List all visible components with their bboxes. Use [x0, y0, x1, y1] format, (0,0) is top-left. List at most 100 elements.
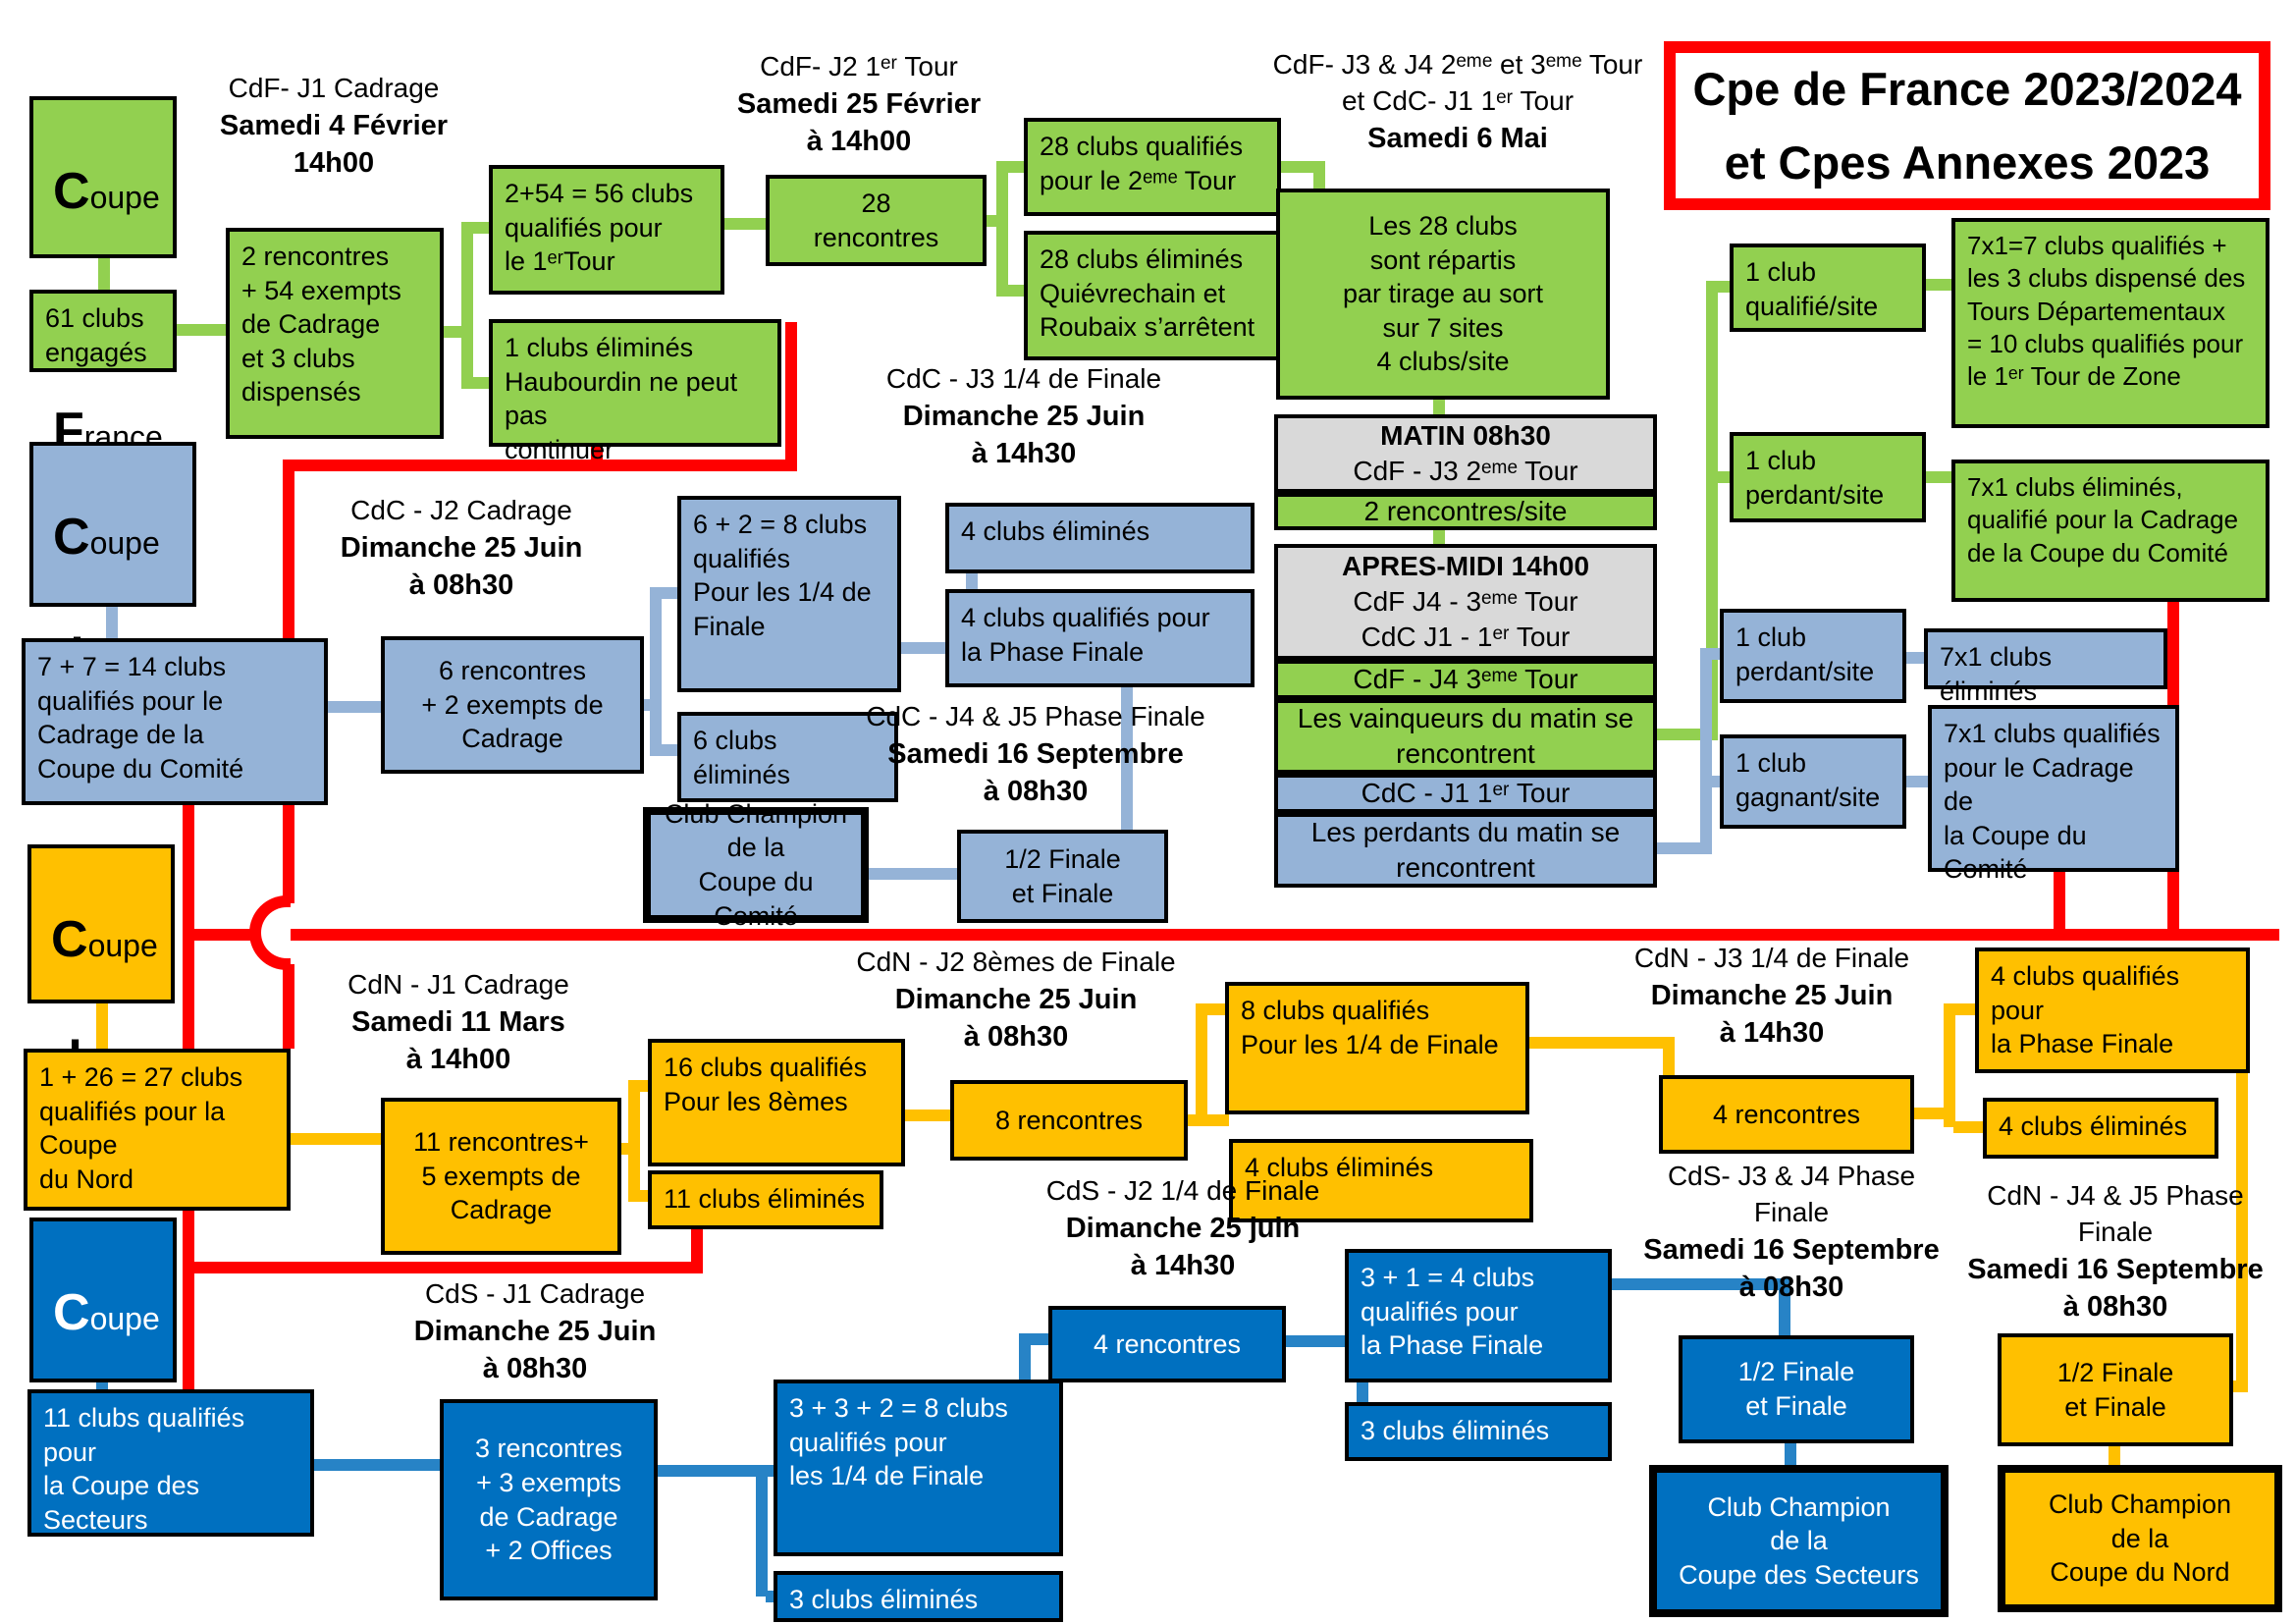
connector-cdf-perdsite-7x1e — [1924, 471, 1953, 483]
connector-cds-4renc-4q — [1284, 1335, 1347, 1347]
connector-cdn-stub-11e — [638, 1190, 650, 1202]
red-bracket-vertical-lower — [283, 964, 294, 1049]
connector-cdf-qualsite-7x1 — [1924, 279, 1953, 291]
cdc-demi-finale-box: 1/2 Finale et Finale — [957, 830, 1168, 923]
cdc-cup-line: Coupe — [53, 509, 160, 567]
cdn-demi-finale-box: 1/2 Finale et Finale — [1998, 1333, 2233, 1446]
connector-cdn-4renc-h — [1912, 1108, 1946, 1119]
page-title: Cpe de France 2023/2024 et Cpes Annexes … — [1664, 41, 2270, 210]
cds-champion-box: Club Champion de la Coupe des Secteurs — [1649, 1465, 1949, 1617]
cds-demi-finale-box: 1/2 Finale et Finale — [1679, 1335, 1914, 1443]
connector-cdf-2renc-v — [461, 222, 473, 389]
connector-cdf-stub-perdsite — [1716, 471, 1732, 483]
sched-apm-box: APRES-MIDI 14h00 CdF J4 - 3ᵉᵐᵉ Tour CdC … — [1274, 544, 1657, 660]
connector-cdc-14-6renc — [326, 701, 383, 713]
cdf-2rencontres-box: 2 rencontres + 54 exempts de Cadrage et … — [226, 228, 444, 439]
cdn-4elimines-mid-box: 4 clubs éliminés — [1229, 1139, 1533, 1222]
cdf-1club-perdant-site-box: 1 club perdant/site — [1730, 432, 1926, 522]
connector-cdc-stub-6elim — [660, 744, 679, 756]
connector-cdc-4q-demi — [1121, 685, 1133, 833]
cdn-8qualifies-box: 8 clubs qualifiés Pour les 1/4 de Finale — [1225, 982, 1529, 1114]
cdf-cup-line: Coupe — [53, 163, 160, 221]
connector-cds-3renc-8q — [656, 1465, 775, 1477]
title-line-2: et Cpes Annexes 2023 — [1724, 136, 2211, 189]
connector-cdn-stub-4q — [1953, 1003, 1975, 1015]
cdc-4qualifies-box: 4 clubs qualifiés pour la Phase Finale — [945, 589, 1255, 687]
connector-cdc-stub-perdsite — [1710, 648, 1722, 660]
red-v3-cdc-qual — [2054, 869, 2065, 933]
connector-cdf-stub-56 — [471, 222, 491, 234]
cds-cup-line: Coupe — [53, 1284, 160, 1342]
cds-cup-line: Secteurs — [53, 1523, 190, 1581]
connector-cdn-27-11renc — [289, 1133, 381, 1145]
cdc-8clubs-box: 6 + 2 = 8 clubs qualifiés Pour les 1/4 d… — [677, 496, 901, 692]
connector-cdn-stub-8q — [1205, 1003, 1225, 1015]
connector-cdf-28renc-v — [996, 161, 1008, 297]
cdn-4qualifies-box: 4 clubs qualifiés pour la Phase Finale — [1975, 947, 2250, 1073]
sched-matin-green-box: 2 rencontres/site — [1274, 493, 1657, 530]
connector-cdf-right-v — [1706, 281, 1718, 740]
sched-matin-box: MATIN 08h30 CdF - J3 2ᵉᵐᵉ Tour — [1274, 414, 1657, 493]
cdf-engaged-box: 61 clubs engagés — [29, 290, 177, 372]
connector-cdn-stub-16 — [638, 1080, 650, 1092]
cdc-6rencontres-box: 6 rencontres + 2 exempts de Cadrage — [381, 636, 644, 774]
red-main-horizontal — [183, 929, 2279, 941]
cdn-27clubs-box: 1 + 26 = 27 clubs qualifiés pour la Coup… — [24, 1049, 291, 1211]
cds-3rencontres-box: 3 rencontres + 3 exempts de Cadrage + 2 … — [440, 1399, 658, 1600]
connector-cdc-stub-gagnsite — [1710, 776, 1722, 787]
cdn-16clubs-box: 16 clubs qualifiés Pour les 8èmes — [648, 1039, 905, 1166]
connector-cdf-matin-apm — [1433, 528, 1445, 544]
connector-cdf-56-28renc — [722, 218, 768, 230]
cds-4rencontres-box: 4 rencontres — [1048, 1306, 1286, 1382]
sched-perdants-box: Les perdants du matin se rencontrent — [1274, 813, 1657, 888]
cdn-cup-box: Coupe du Nord — [27, 844, 175, 1208]
connector-cds-11-3renc — [312, 1459, 440, 1471]
connector-cds-stub-3e — [766, 1591, 775, 1602]
connector-cdn-11renc-v — [628, 1080, 640, 1202]
cds-3elimines-right-box: 3 clubs éliminés — [1345, 1402, 1612, 1461]
connector-cdn-16-8renc — [903, 1110, 950, 1121]
connector-cdf-engaged-2renc — [175, 324, 228, 336]
connector-cds-8q-4renc-h — [1019, 1333, 1050, 1345]
connector-cdn-8renc-v — [1196, 1003, 1207, 1126]
sched-cdc-j1-box: CdC - J1 1ᵉʳ Tour — [1274, 774, 1657, 813]
connector-cdc-perdants-h — [1655, 842, 1712, 854]
cds-cup-box: Coupe des Secteurs — [29, 1218, 190, 1581]
connector-cdc-right-v — [1700, 648, 1712, 854]
connector-cdn-cup-27 — [96, 1001, 108, 1049]
red-h2-horizontal — [183, 1262, 703, 1273]
cdn-4rencontres-box: 4 rencontres — [1659, 1075, 1914, 1154]
cdf-28qualifies-box: 28 clubs qualifiés pour le 2ᵉᵐᵉ Tour — [1024, 118, 1281, 216]
cdf-haubourdin-box: 1 clubs éliminés Haubourdin ne peut pas … — [489, 319, 781, 464]
cdf-56clubs-box: 2+54 = 56 clubs qualifiés pour le 1ᵉʳTou… — [489, 165, 724, 295]
connector-cdc-stub-8clubs — [660, 587, 679, 599]
red-right-leg — [785, 322, 797, 471]
cdc-14clubs-box: 7 + 7 = 14 clubs qualifiés pour le Cadra… — [22, 638, 328, 805]
connector-cdc-6renc-v — [650, 587, 662, 756]
connector-cds-4q-demi-v — [1779, 1278, 1790, 1337]
cdn-champion-box: Club Champion de la Coupe du Nord — [1998, 1465, 2282, 1612]
title-line-1: Cpe de France 2023/2024 — [1692, 62, 2242, 115]
connector-cds-8q-v — [756, 1465, 768, 1597]
cdc-1club-perdant-site-box: 1 club perdant/site — [1720, 609, 1906, 703]
cds-4qualifies-box: 3 + 1 = 4 clubs qualifiés pour la Phase … — [1345, 1249, 1612, 1382]
connector-cdc-8clubs-4q — [899, 642, 947, 654]
connector-cdf-stub-haub — [471, 377, 491, 389]
cdc-champion-box: Club Champion de la Coupe du Comité — [643, 799, 869, 931]
connector-cdf-cup-engaged — [98, 255, 110, 293]
cdc-1club-gagnant-site-box: 1 club gagnant/site — [1720, 734, 1906, 829]
red-bridge-arc — [249, 895, 291, 970]
cds-8qualifies-box: 3 + 3 + 2 = 8 clubs qualifiés pour les 1… — [774, 1380, 1063, 1556]
cdf-cup-box: Coupe de France — [29, 96, 177, 460]
